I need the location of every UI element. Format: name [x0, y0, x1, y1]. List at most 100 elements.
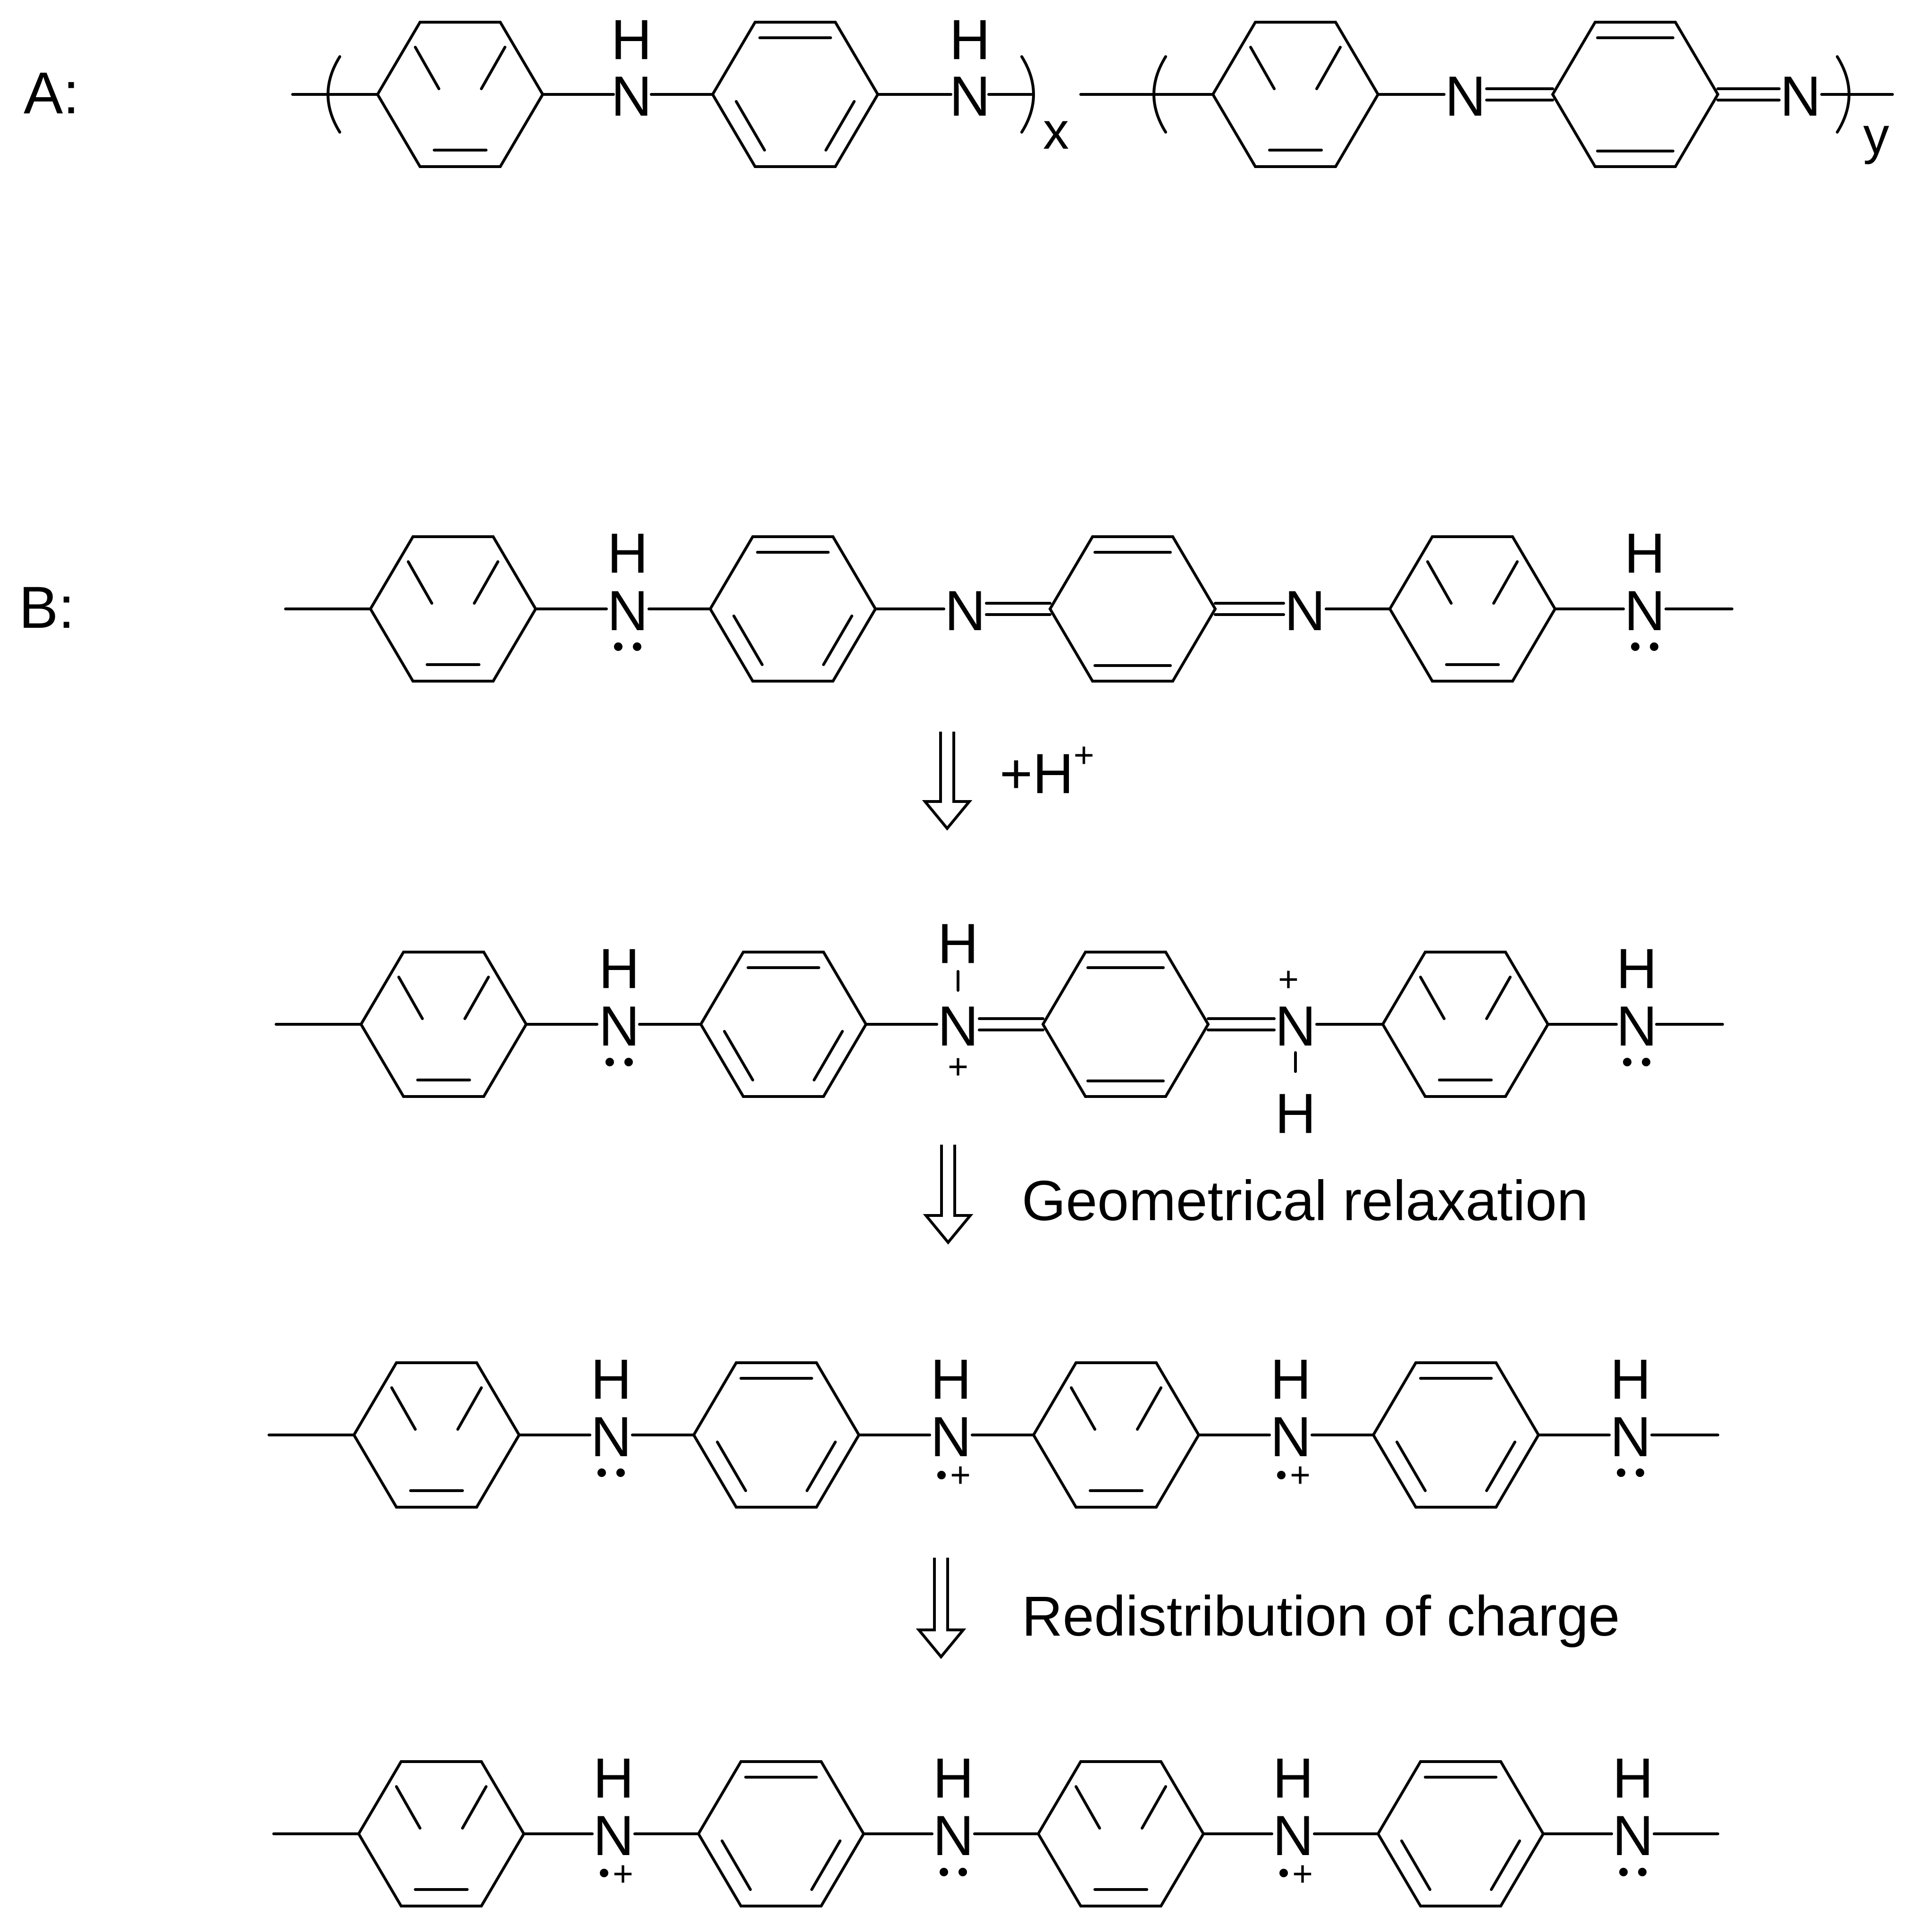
reaction-arrow-redistribution: Redistribution of charge — [916, 1558, 1620, 1659]
benzene-ring — [369, 535, 538, 683]
panel-label-b: B: — [19, 575, 75, 641]
radical-dot — [1279, 1869, 1288, 1877]
iminium-hydrogen: H — [938, 912, 979, 975]
lone-pair-dot — [1642, 1058, 1650, 1066]
subscript-x: x — [1043, 102, 1069, 160]
positive-charge: + — [1292, 1854, 1313, 1893]
lone-pair-dot — [633, 642, 641, 651]
lone-pair-dot — [1617, 1468, 1625, 1477]
benzene-ring — [376, 21, 545, 168]
benzene-ring — [352, 1361, 521, 1509]
benzene-ring — [697, 1760, 866, 1907]
benzene-ring — [359, 951, 528, 1098]
structure-a-polyaniline-general: N H N H x N N — [291, 8, 1894, 168]
lone-pair-dot — [616, 1468, 625, 1477]
lone-pair-dot — [958, 1868, 967, 1876]
lone-pair-dot — [605, 1058, 614, 1066]
reaction-arrow-protonation: +H+ — [922, 732, 1094, 831]
amine-hydrogen: H — [1624, 522, 1665, 585]
benzene-ring — [692, 1361, 861, 1509]
iminium-nitrogen: N — [1275, 995, 1316, 1058]
benzene-ring — [1388, 535, 1557, 683]
lone-pair-dot — [1631, 642, 1640, 651]
amine-hydrogen: H — [933, 1746, 974, 1810]
benzene-ring — [711, 21, 880, 168]
amine-nitrogen: N — [611, 65, 652, 128]
benzene-ring — [1032, 1361, 1201, 1509]
radical-dot — [1277, 1471, 1286, 1479]
positive-charge: + — [1278, 959, 1299, 999]
radical-cation-nitrogen: N — [1273, 1804, 1314, 1867]
amine-hydrogen: H — [950, 8, 991, 71]
benzene-ring — [357, 1760, 526, 1907]
amine-nitrogen: N — [933, 1804, 974, 1867]
amine-hydrogen: H — [593, 1746, 634, 1810]
lone-pair-dot — [1636, 1468, 1644, 1477]
benzene-ring — [1211, 21, 1380, 168]
structure-b4-polaron-lattice: N H + N H N H + — [272, 1746, 1719, 1907]
structure-b2-protonated: N H N H + N + H — [275, 912, 1724, 1145]
benzene-ring — [1381, 951, 1550, 1098]
quinoid-ring — [1551, 21, 1720, 168]
panel-label-a: A: — [24, 60, 79, 126]
quinoid-ring — [1041, 951, 1210, 1098]
amine-hydrogen: H — [1610, 1348, 1651, 1411]
lone-pair-dot — [1619, 1868, 1628, 1876]
iminium-nitrogen: N — [938, 995, 979, 1058]
benzene-ring — [699, 951, 868, 1098]
structure-b3-polaron: N H N H + N H + — [268, 1348, 1719, 1509]
amine-nitrogen: N — [1616, 995, 1657, 1058]
radical-dot — [600, 1869, 608, 1877]
iminium-hydrogen: H — [1275, 1082, 1316, 1145]
bracket-open-y — [1152, 55, 1167, 134]
amine-hydrogen: H — [611, 8, 652, 71]
amine-hydrogen: H — [591, 1348, 632, 1411]
lone-pair-dot — [624, 1058, 633, 1066]
amine-nitrogen: N — [607, 579, 648, 642]
radical-dot — [937, 1471, 946, 1479]
amine-hydrogen: H — [1613, 1746, 1654, 1810]
structure-b1-base-form: N H N N N H — [284, 522, 1733, 683]
imine-nitrogen: N — [945, 579, 986, 642]
step-caption-redistribution: Redistribution of charge — [1022, 1585, 1620, 1648]
radical-cation-nitrogen: N — [593, 1804, 634, 1867]
radical-cation-nitrogen: N — [931, 1405, 972, 1468]
imine-nitrogen: N — [1780, 65, 1821, 128]
amine-hydrogen: H — [1616, 937, 1657, 1000]
imine-nitrogen: N — [1445, 65, 1486, 128]
positive-charge: + — [948, 1046, 968, 1086]
imine-nitrogen: N — [1285, 579, 1326, 642]
amine-nitrogen: N — [1624, 579, 1665, 642]
lone-pair-dot — [597, 1468, 606, 1477]
amine-hydrogen: H — [599, 937, 640, 1000]
lone-pair-dot — [1638, 1868, 1647, 1876]
positive-charge: + — [950, 1455, 971, 1494]
bracket-open-x — [327, 55, 341, 134]
step-caption-relaxation: Geometrical relaxation — [1022, 1169, 1589, 1232]
amine-nitrogen: N — [591, 1405, 632, 1468]
lone-pair-dot — [940, 1868, 948, 1876]
reagent-proton: +H+ — [1000, 735, 1094, 805]
amine-nitrogen: N — [1613, 1804, 1654, 1867]
positive-charge: + — [613, 1854, 633, 1893]
amine-nitrogen: N — [950, 65, 991, 128]
amine-hydrogen: H — [1270, 1348, 1312, 1411]
amine-nitrogen: N — [599, 995, 640, 1058]
lone-pair-dot — [1650, 642, 1658, 651]
benzene-ring — [1376, 1760, 1545, 1907]
reaction-arrow-relaxation: Geometrical relaxation — [923, 1145, 1589, 1245]
benzene-ring — [1371, 1361, 1540, 1509]
lone-pair-dot — [614, 642, 622, 651]
amine-hydrogen: H — [931, 1348, 972, 1411]
quinoid-ring — [1048, 535, 1217, 683]
lone-pair-dot — [1623, 1058, 1631, 1066]
amine-nitrogen: N — [1610, 1405, 1651, 1468]
positive-charge: + — [1290, 1455, 1311, 1494]
amine-hydrogen: H — [1273, 1746, 1314, 1810]
amine-hydrogen: H — [607, 522, 648, 585]
benzene-ring — [708, 535, 877, 683]
bracket-close-x — [1020, 55, 1035, 134]
subscript-y: y — [1863, 107, 1889, 165]
radical-cation-nitrogen: N — [1270, 1405, 1312, 1468]
